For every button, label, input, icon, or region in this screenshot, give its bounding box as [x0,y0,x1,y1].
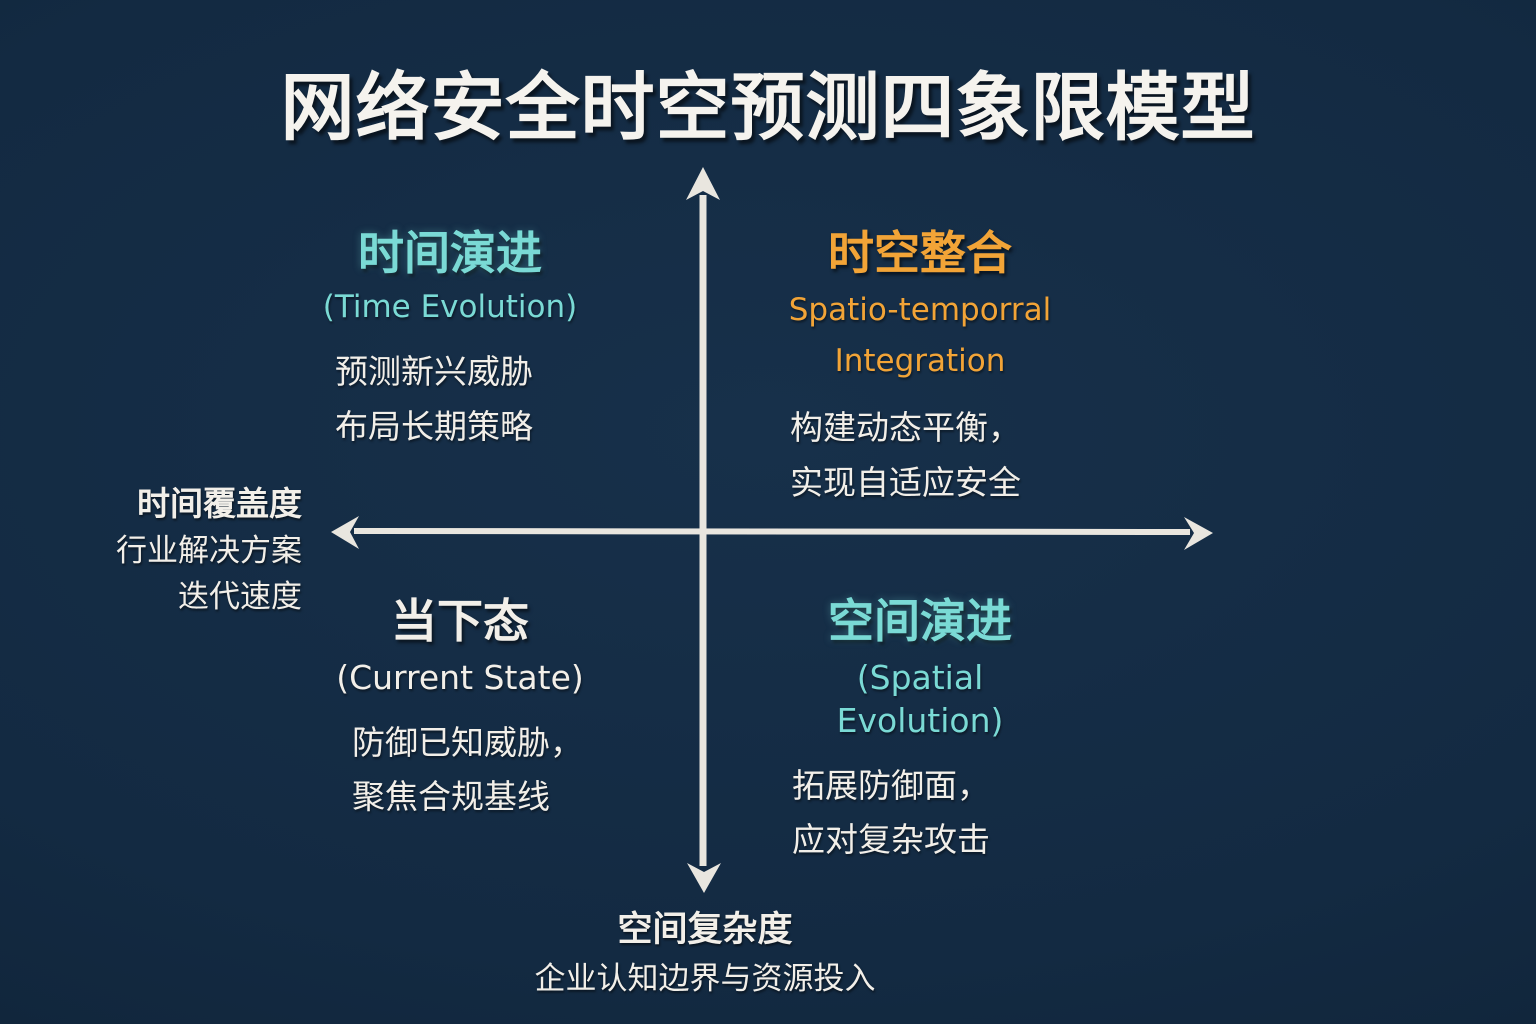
quadrant-top-left: 时间演进 (Time Evolution) 预测新兴威胁 布局长期策略 [310,226,590,454]
body-line: 聚焦合规基线 [352,777,550,817]
right-arrow-icon [1184,517,1213,550]
quadrant-top-right-body: 构建动态平衡， 实现自适应安全 [775,401,1065,509]
left-arrow-icon [331,516,359,549]
body-line: 应对复杂攻击 [792,820,990,860]
quadrant-top-left-subheading: (Time Evolution) [322,289,578,326]
body-line: 拓展防御面， [792,765,990,805]
subheading-line: Spatio-temporral [788,292,1052,329]
quadrant-bottom-right-heading: 空间演进 [828,594,1012,648]
quadrant-top-right: 时空整合 Spatio-temporral Integration 构建动态平衡… [775,226,1065,510]
body-line: 布局长期策略 [335,406,533,446]
quadrant-bottom-right-body: 拓展防御面， 应对复杂攻击 [775,759,1065,867]
body-line: 防御已知威胁， [352,723,583,763]
axis-label-line: 企业认知边界与资源投入 [534,961,876,997]
body-line: 预测新兴威胁 [335,352,533,392]
down-arrow-icon [687,863,721,893]
quadrant-bottom-left-body: 防御已知威胁， 聚焦合规基线 [315,716,605,824]
quadrant-top-right-heading: 时空整合 [828,226,1012,280]
quadrant-top-right-subheading: Spatio-temporral Integration [775,285,1065,387]
axis-label-line: 时间覆盖度 [137,484,302,523]
horizontal-axis-left-label: 时间覆盖度 行业解决方案 迭代速度 [95,480,302,621]
body-line: 构建动态平衡， [790,408,1021,448]
quadrant-top-left-body: 预测新兴威胁 布局长期策略 [310,345,590,453]
vertical-axis-bottom-label: 空间复杂度 企业认知边界与资源投入 [450,906,960,1003]
body-line: 实现自适应安全 [790,462,1021,502]
subheading-line: Integration [834,343,1006,380]
axis-label-line: 迭代速度 [178,579,302,616]
quadrant-bottom-right-subheading: (Spatial Evolution) [836,658,1004,741]
quadrant-bottom-right: 空间演进 (Spatial Evolution) 拓展防御面， 应对复杂攻击 [775,594,1065,867]
quadrant-bottom-left: 当下态 (Current State) 防御已知威胁， 聚焦合规基线 [315,594,605,824]
quadrant-top-left-heading: 时间演进 [358,226,542,280]
axis-label-line: 空间复杂度 [617,910,793,950]
page-title: 网络安全时空预测四象限模型 [280,65,1256,151]
axis-label-line: 行业解决方案 [116,532,302,569]
horizontal-axis-line [353,528,1191,535]
quadrant-bottom-left-heading: 当下态 [391,594,529,648]
quadrant-bottom-left-subheading: (Current State) [336,658,584,698]
up-arrow-icon [686,167,720,200]
